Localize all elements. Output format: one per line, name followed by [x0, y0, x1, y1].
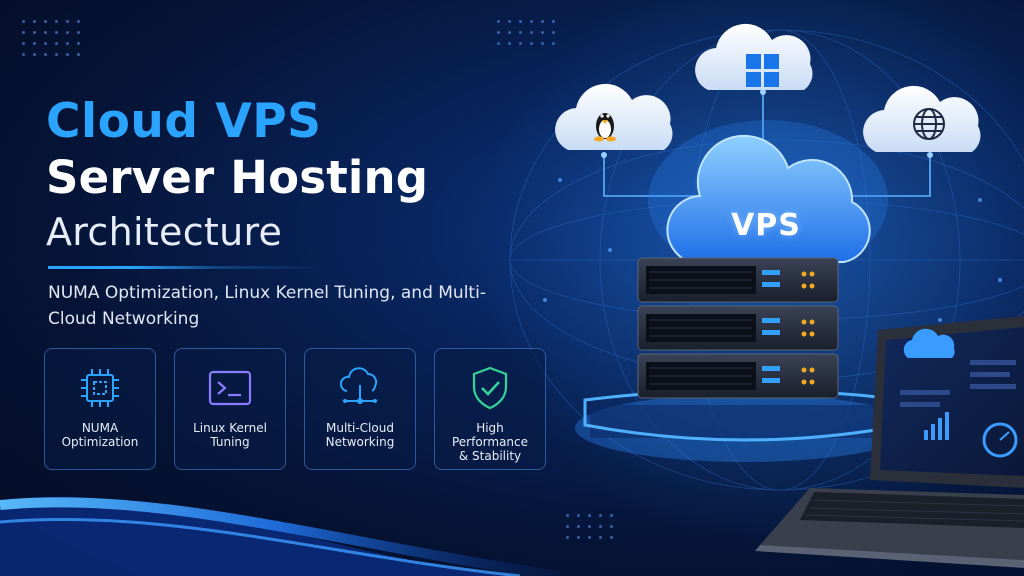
- cloud-network-icon: [339, 367, 378, 404]
- laptop: [755, 316, 1024, 568]
- feature-label: Multi-Cloud Networking: [325, 421, 395, 449]
- subtitle: NUMA Optimization, Linux Kernel Tuning, …: [48, 283, 486, 329]
- dot-grid-top-center: [497, 20, 555, 45]
- feature-numa-optimization: NUMA Optimization: [44, 348, 156, 470]
- vps-cloud: [648, 120, 888, 280]
- dot-grid-bottom-center: [566, 514, 613, 539]
- feature-label: NUMA Optimization: [61, 421, 139, 449]
- server-stack: [637, 257, 839, 399]
- title-divider: [48, 266, 328, 269]
- title-line-cloud-vps: Cloud VPS: [46, 94, 322, 149]
- feature-label: High Performance & Stability: [451, 421, 529, 463]
- dot-grid-top-left: [22, 20, 80, 56]
- linux-penguin-icon: [594, 113, 616, 142]
- vps-cloud-label: VPS: [731, 208, 801, 243]
- feature-high-performance: High Performance & Stability: [434, 348, 546, 470]
- shield-check-icon: [472, 366, 508, 410]
- title-line-architecture: Architecture: [46, 210, 283, 254]
- globe-icon: [913, 108, 945, 140]
- feature-label: Linux Kernel Tuning: [193, 421, 267, 449]
- title-block: Cloud VPS Server Hosting Architecture: [46, 94, 428, 258]
- feature-multi-cloud-networking: Multi-Cloud Networking: [304, 348, 416, 470]
- windows-logo-icon: [746, 54, 779, 87]
- title-line-server-hosting: Server Hosting: [46, 151, 429, 204]
- cpu-chip-icon: [81, 369, 119, 407]
- feature-list: NUMA Optimization Linux Kernel Tuning Mu…: [44, 348, 546, 470]
- terminal-icon: [208, 370, 252, 406]
- feature-linux-kernel-tuning: Linux Kernel Tuning: [174, 348, 286, 470]
- linux-cloud: [555, 83, 673, 150]
